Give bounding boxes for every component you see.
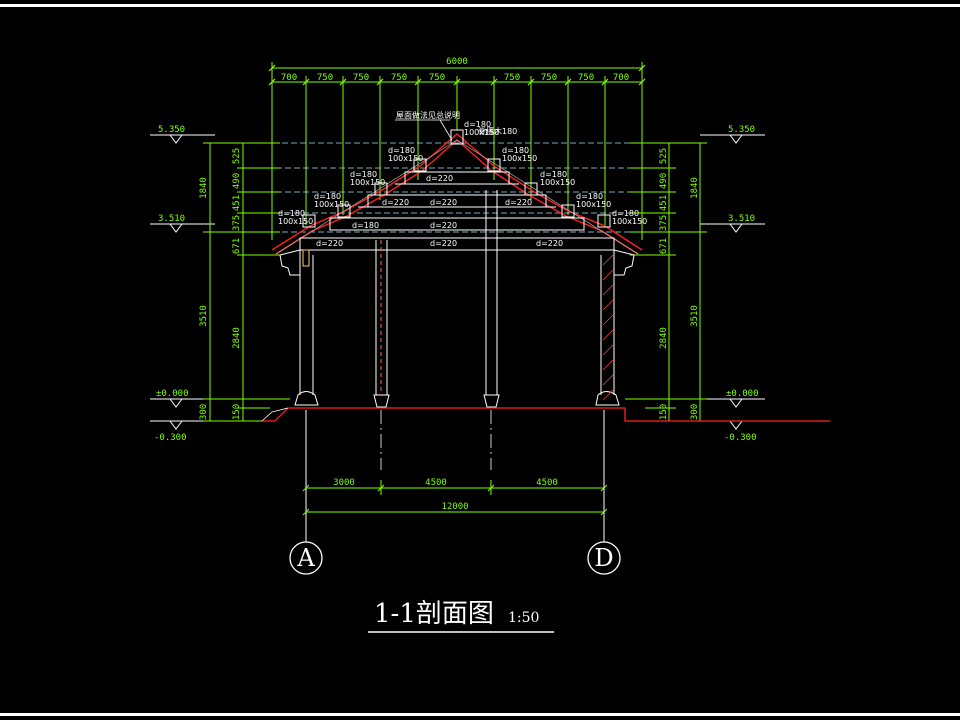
top-segment-dim: 750: [504, 73, 520, 83]
bottom-segment-dim: 4500: [425, 478, 447, 488]
right-inner-dim: 490: [659, 173, 669, 189]
axis-label-d: D: [594, 544, 613, 572]
right-ridge-level: 5.350: [728, 125, 755, 135]
ridge-beam-note: 脊檩木180: [478, 126, 517, 136]
purlin-size-label: 100x150: [464, 128, 499, 137]
left-ground-level: -0.300: [154, 433, 187, 443]
top-segment-dim: 750: [353, 73, 369, 83]
ground-line: [262, 407, 830, 422]
left-inner-dim: 451: [232, 195, 242, 211]
roof-note-leader-diag: [439, 119, 453, 141]
left-eave-level: 3.510: [158, 214, 185, 224]
drawing-title: 1-1剖面图: [374, 599, 494, 629]
axis-bubble-d: D: [587, 541, 621, 575]
step-outline: [261, 407, 289, 422]
right-eave-level: 3.510: [728, 214, 755, 224]
right-outer-dim: 300: [690, 404, 700, 420]
axis-centerlines: [380, 410, 492, 470]
beam-label: d=220: [316, 239, 343, 248]
left-outer-dim: 3510: [199, 305, 209, 327]
top-segment-dim: 750: [541, 73, 557, 83]
right-outer-dim: 3510: [690, 305, 700, 327]
right-inner-dim: 451: [659, 195, 669, 211]
left-floor-level: ±0.000: [156, 389, 189, 399]
purlin-size-label: 100x150: [576, 200, 611, 209]
right-inner-dim: 671: [659, 238, 669, 254]
purlin-d-label: d=180: [350, 170, 377, 179]
purlin-labels: d=180 100x150 d=180 100x150 d=180 100x15…: [278, 120, 647, 226]
top-segment-dim: 750: [391, 73, 407, 83]
right-floor-level: ±0.000: [726, 389, 759, 399]
bottom-segment-dim: 3000: [333, 478, 355, 488]
purlin-d-label: d=180: [540, 170, 567, 179]
top-segment-dim: 700: [613, 73, 629, 83]
beam-labels: d=220 d=220 d=220 d=220 d=220 d=180 d=22…: [316, 174, 563, 248]
left-vertical-dimensions: [203, 142, 290, 422]
right-ground-level: -0.300: [724, 433, 757, 443]
bottom-dimension-chain: [302, 480, 608, 516]
left-outer-dim: 1840: [199, 177, 209, 199]
purlin-size-label: 100x150: [388, 154, 423, 163]
top-dimension-ticks: [268, 64, 646, 86]
bottom-segment-dim: 4500: [536, 478, 558, 488]
beam-label: d=220: [430, 221, 457, 230]
drawing-scale: 1:50: [508, 610, 539, 626]
right-inner-dim: 150: [659, 404, 669, 420]
purlin-blocks: [302, 129, 611, 228]
right-outer-dim: 1840: [690, 177, 700, 199]
purlin-d-label: d=180: [314, 192, 341, 201]
eave-brackets: [279, 249, 635, 276]
right-inner-dim: 375: [659, 215, 669, 231]
bottom-frame-line: [0, 713, 960, 716]
roof-note: 屋面做法见总说明: [396, 110, 460, 120]
left-inner-dim: 490: [232, 173, 242, 189]
purlin-size-label: 100x150: [540, 178, 575, 187]
beam-label: d=220: [505, 198, 532, 207]
beam-label: d=220: [430, 239, 457, 248]
bottom-overall-dim: 12000: [441, 502, 468, 512]
purlin-size-label: 100x150: [612, 217, 647, 226]
tie-beams: [299, 171, 615, 251]
axis-bubble-a: A: [289, 541, 323, 575]
columns: [294, 190, 620, 408]
beam-label: d=180: [352, 221, 379, 230]
left-inner-dim: 2840: [232, 327, 242, 349]
beam-label: d=220: [430, 198, 457, 207]
left-inner-dim: 150: [232, 404, 242, 420]
purlin-d-label: d=180: [278, 209, 305, 218]
level-reference-lines: [210, 142, 700, 233]
axis-lines: [305, 410, 605, 542]
right-inner-dim: 2840: [659, 327, 669, 349]
left-inner-dim: 375: [232, 215, 242, 231]
purlin-size-label: 100x150: [350, 178, 385, 187]
purlin-size-label: 100x150: [314, 200, 349, 209]
top-overall-dimension: 6000: [446, 57, 468, 67]
left-inner-dim: 525: [232, 148, 242, 164]
beam-label: d=220: [382, 198, 409, 207]
roof-tiles: [275, 139, 639, 255]
right-vertical-dimensions: [625, 142, 707, 422]
purlin-d-label: d=180: [612, 209, 639, 218]
top-segment-dim: 750: [317, 73, 333, 83]
purlin-size-label: 100x150: [502, 154, 537, 163]
top-segment-dim: 750: [429, 73, 445, 83]
beam-label: d=220: [536, 239, 563, 248]
purlin-d-label: d=180: [464, 120, 491, 129]
purlin-d-label: d=180: [388, 146, 415, 155]
wall-hatch: [602, 254, 614, 401]
axis-label-a: A: [296, 544, 315, 572]
beam-label: d=220: [426, 174, 453, 183]
left-ridge-level: 5.350: [158, 125, 185, 135]
right-inner-dim: 525: [659, 148, 669, 164]
purlin-d-label: d=180: [502, 146, 529, 155]
left-outer-dim: 300: [199, 404, 209, 420]
right-level-markers: [700, 134, 765, 430]
purlin-size-label: 100x150: [278, 217, 313, 226]
top-segment-dim: 750: [578, 73, 594, 83]
top-frame-line: [0, 4, 960, 7]
left-inner-dim: 671: [232, 238, 242, 254]
purlin-d-label: d=180: [576, 192, 603, 201]
top-segment-dim: 700: [281, 73, 297, 83]
